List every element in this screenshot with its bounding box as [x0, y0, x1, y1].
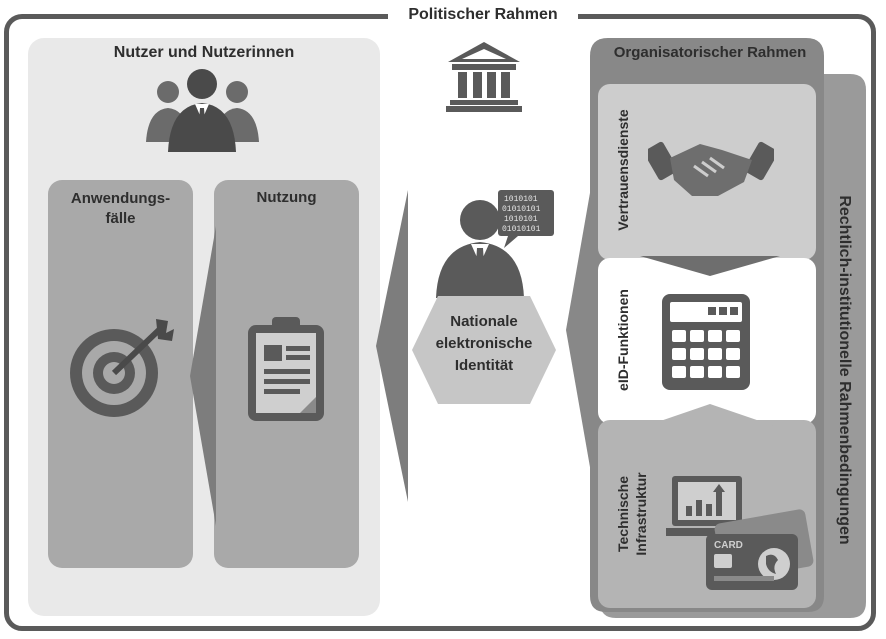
handshake-icon [648, 141, 774, 196]
use-cases-title-line1: Anwendungs- [70, 190, 171, 207]
down-arrow-icon [640, 256, 780, 276]
trust-services-label: Vertrauensdienste [615, 109, 631, 231]
card-label: CARD [714, 540, 743, 551]
national-eid-line3: Identität [454, 357, 514, 374]
calculator-icon [662, 294, 750, 390]
speech-bubble-icon [498, 190, 554, 236]
tech-infra-label: Technische Infrastruktur [614, 472, 650, 555]
binary-line: 01010101 [502, 205, 541, 214]
laptop-card-icon: CARD [666, 476, 814, 590]
identity-person-icon: 1010101 01010101 1010101 01010101 [436, 190, 554, 298]
legal-frame-label-text: Rechtlich-institutionelle Rahmenbedingun… [836, 195, 853, 545]
government-building-icon [446, 42, 522, 112]
tech-infra-label-line1: Technische [615, 476, 631, 553]
users-title: Nutzer und Nutzerinnen [113, 44, 295, 61]
org-arrow-icon [566, 170, 594, 490]
clipboard-icon [248, 317, 324, 421]
political-frame-title: Politischer Rahmen [388, 3, 578, 27]
binary-line: 01010101 [502, 225, 541, 234]
binary-line: 1010101 [504, 215, 538, 224]
arrow-left-icon [190, 226, 216, 526]
use-cases-title-line2: fälle [105, 210, 136, 227]
national-eid-line1: Nationale [450, 313, 518, 330]
national-eid-label: Nationale elektronische Identität [418, 311, 550, 377]
legal-frame-label: Rechtlich-institutionelle Rahmenbedingun… [830, 160, 858, 580]
arrow-left-icon-large [376, 190, 408, 502]
target-icon [70, 319, 174, 417]
users-group-icon [146, 69, 259, 152]
use-cases-title: Anwendungs- fälle [48, 189, 193, 229]
tech-infra-label-line2: Infrastruktur [633, 472, 649, 556]
eid-functions-label: eID-Funktionen [615, 289, 631, 391]
org-frame-title: Organisatorischer Rahmen [613, 44, 807, 61]
binary-line: 1010101 [504, 195, 538, 204]
up-arrow-icon [640, 404, 780, 428]
binary-code: 1010101 01010101 1010101 01010101 [502, 195, 541, 234]
national-eid-line2: elektronische [435, 335, 533, 352]
usage-title: Nutzung [256, 189, 317, 206]
national-eid-hexagon [412, 296, 556, 404]
